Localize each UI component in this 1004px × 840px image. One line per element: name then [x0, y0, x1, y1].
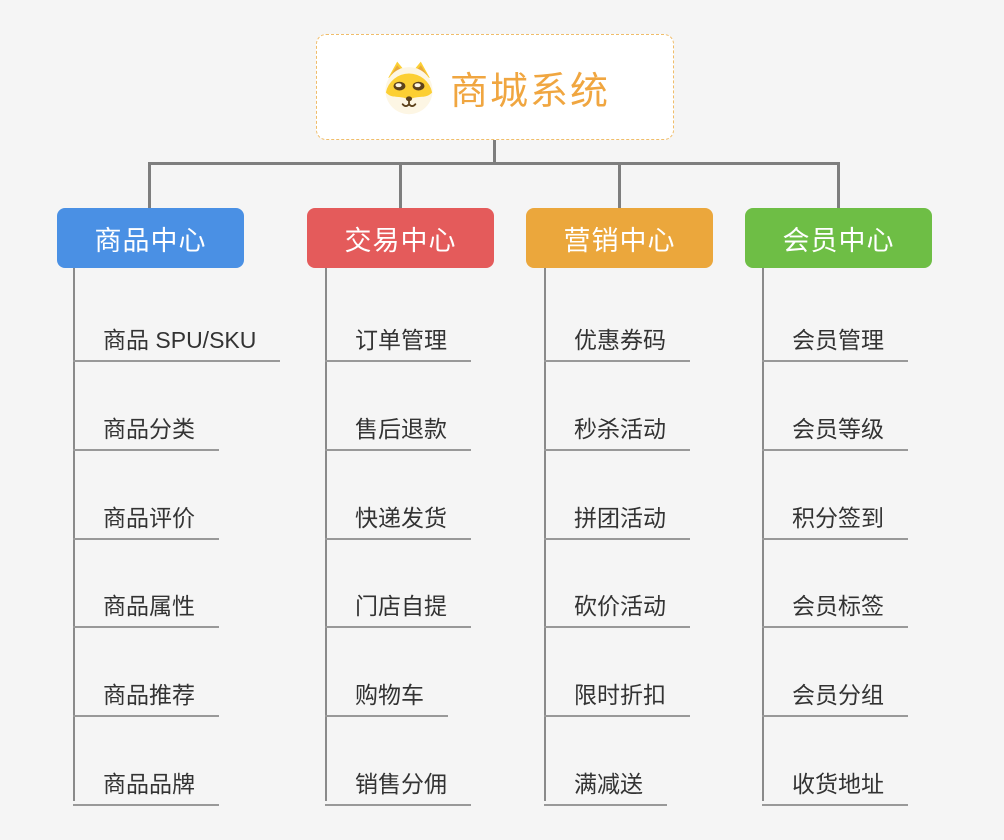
connector-horizontal-bar: [148, 162, 840, 165]
connector-trunk-trade: [325, 268, 327, 801]
connector-trunk-marketing: [544, 268, 546, 801]
node-item-aftersale-refund[interactable]: 售后退款: [325, 400, 471, 451]
connector-stub-marketing: [618, 162, 621, 208]
node-item-product-review[interactable]: 商品评价: [73, 489, 219, 540]
node-item-points-checkin[interactable]: 积分签到: [762, 489, 908, 540]
connector-trunk-member: [762, 268, 764, 801]
dog-face-icon: [385, 61, 433, 115]
branch-header-marketing-center[interactable]: 营销中心: [526, 208, 713, 268]
node-item-spend-save[interactable]: 满减送: [544, 755, 667, 806]
node-item-flash-sale[interactable]: 秒杀活动: [544, 400, 690, 451]
connector-stub-product: [148, 162, 151, 208]
node-item-order-management[interactable]: 订单管理: [325, 311, 471, 362]
connector-stub-trade: [399, 162, 402, 208]
connector-stub-member: [837, 162, 840, 208]
node-item-store-pickup[interactable]: 门店自提: [325, 577, 471, 628]
node-item-product-spu-sku[interactable]: 商品 SPU/SKU: [73, 311, 281, 362]
root-title: 商城系统: [449, 70, 610, 113]
node-item-shipping-address[interactable]: 收货地址: [762, 755, 908, 806]
node-item-member-tags[interactable]: 会员标签: [762, 577, 908, 628]
branch-header-member-center[interactable]: 会员中心: [745, 208, 932, 268]
node-item-member-management[interactable]: 会员管理: [762, 311, 908, 362]
node-item-product-recommend[interactable]: 商品推荐: [73, 666, 219, 717]
root-node[interactable]: 商城系统: [316, 34, 674, 140]
node-item-shopping-cart[interactable]: 购物车: [325, 666, 448, 717]
node-item-group-buy[interactable]: 拼团活动: [544, 489, 690, 540]
node-item-express-delivery[interactable]: 快递发货: [325, 489, 471, 540]
branch-header-trade-center[interactable]: 交易中心: [307, 208, 494, 268]
branch-header-product-center[interactable]: 商品中心: [57, 208, 244, 268]
node-item-product-attribute[interactable]: 商品属性: [73, 577, 219, 628]
node-item-product-brand[interactable]: 商品品牌: [73, 755, 219, 806]
connector-trunk-product: [73, 268, 75, 801]
node-item-product-category[interactable]: 商品分类: [73, 400, 219, 451]
node-item-coupon-code[interactable]: 优惠券码: [544, 311, 690, 362]
node-item-sales-commission[interactable]: 销售分佣: [325, 755, 471, 806]
node-item-limited-time-discount[interactable]: 限时折扣: [544, 666, 690, 717]
connector-root-drop: [493, 140, 496, 165]
node-item-bargain-activity[interactable]: 砍价活动: [544, 577, 690, 628]
node-item-member-level[interactable]: 会员等级: [762, 400, 908, 451]
node-item-member-groups[interactable]: 会员分组: [762, 666, 908, 717]
